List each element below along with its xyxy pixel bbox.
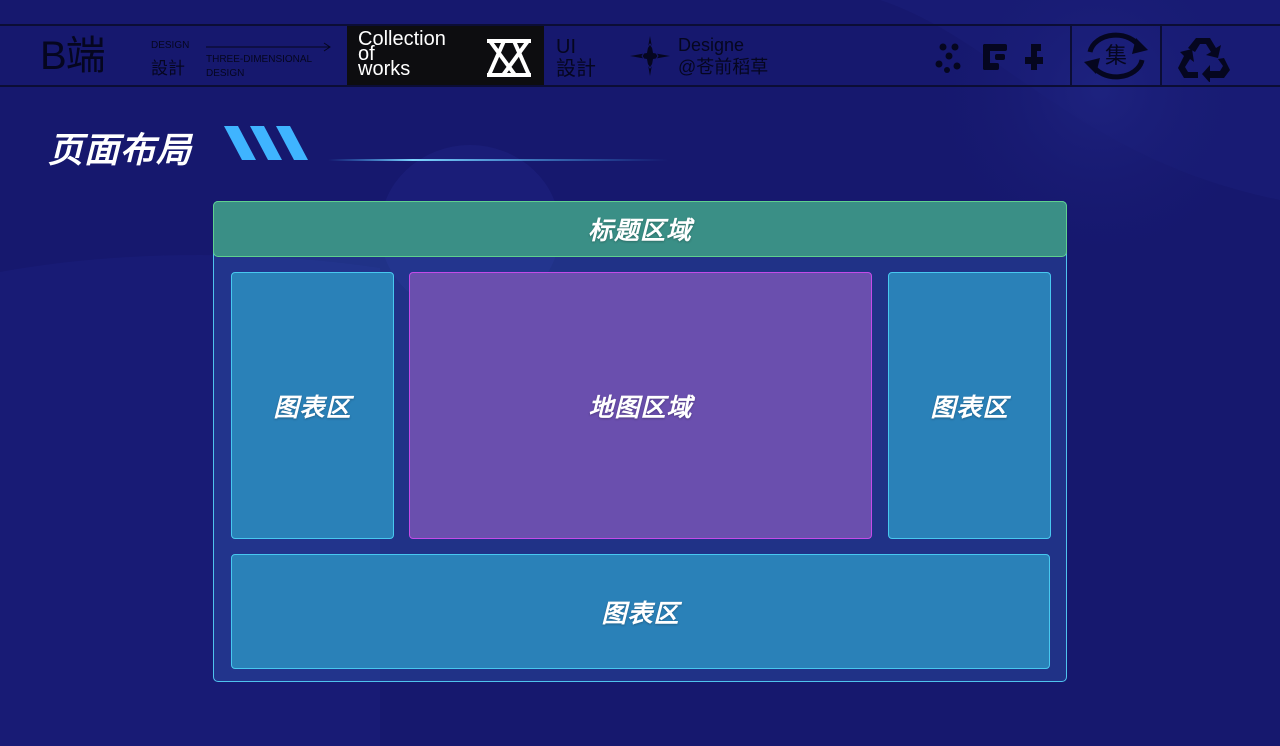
dot-pattern-icons (935, 43, 1043, 73)
hourglass-x-icon (487, 39, 531, 77)
ui-cn-label: 設計 (556, 58, 596, 80)
designer-block: Designe @苍前稻草 (678, 34, 768, 93)
cycle-arrows-icon: 集 (1084, 32, 1148, 80)
brand-label: B端 (40, 34, 106, 78)
ui-label: UI (556, 36, 576, 58)
designer-label: Designe (678, 35, 745, 55)
header-divider (1160, 26, 1162, 85)
collection-block: Collection of works (347, 26, 544, 85)
collection-line1: Collection (358, 28, 446, 50)
compass-star-icon (630, 36, 670, 76)
designer-handle: @苍前稻草 (678, 57, 769, 77)
glow-line-decoration (328, 159, 668, 161)
three-dimensional-design-label: DESIGN (206, 68, 245, 79)
design-small-label: DESIGN (151, 40, 190, 51)
chart-region-right: 图表区 (888, 272, 1051, 539)
header-band: B端 DESIGN 設計 THREE-DIMENSIONAL DESIGN Co… (0, 24, 1280, 87)
chart-region-bottom: 图表区 (231, 554, 1050, 669)
collection-line2: of (358, 43, 375, 65)
header-divider (1070, 26, 1072, 85)
ji-char: 集 (1105, 44, 1127, 69)
design-block: DESIGN 設計 THREE-DIMENSIONAL DESIGN (151, 40, 341, 80)
ui-design-block: UI 設計 (556, 36, 596, 95)
arrow-right-icon (206, 42, 331, 52)
title-region: 标题区域 (213, 201, 1067, 257)
map-region: 地图区域 (409, 272, 872, 539)
three-dimensional-label: THREE-DIMENSIONAL (206, 54, 313, 65)
chart-region-left: 图表区 (231, 272, 394, 539)
page-title: 页面布局 (48, 131, 193, 171)
collection-line3: works (358, 58, 411, 80)
design-cn-label: 設計 (151, 59, 185, 78)
recycle-icon (1178, 38, 1230, 82)
slash-stripes-icon (224, 126, 308, 160)
layout-panel: 标题区域 图表区 地图区域 图表区 图表区 (213, 201, 1067, 682)
